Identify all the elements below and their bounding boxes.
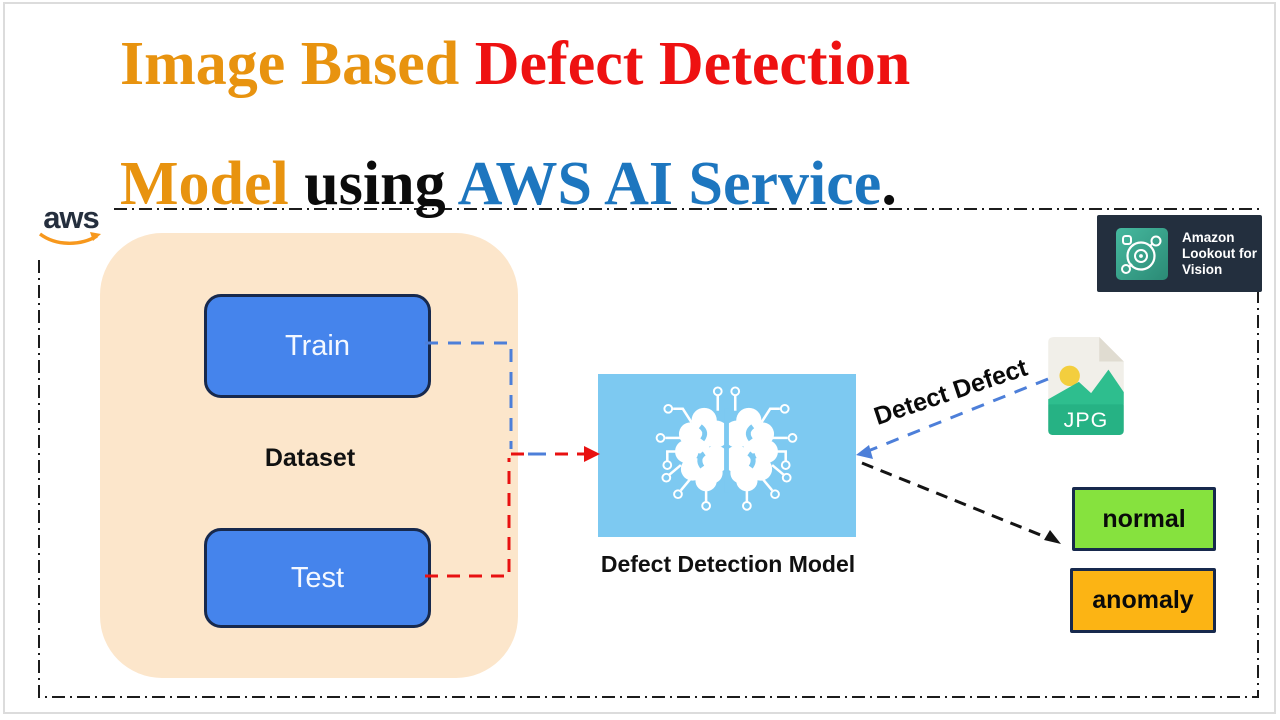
dataset-label: Dataset bbox=[264, 444, 356, 472]
title-segment-period: . bbox=[881, 150, 897, 218]
lookout-badge-label: Amazon Lookout for Vision bbox=[1182, 230, 1257, 277]
train-label: Train bbox=[285, 329, 350, 362]
aws-logo: aws bbox=[31, 200, 111, 255]
model-box bbox=[598, 374, 856, 537]
normal-label: normal bbox=[1102, 504, 1186, 533]
title-segment-using: using bbox=[304, 150, 458, 218]
window-frame bbox=[3, 2, 1276, 714]
test-box: Test bbox=[204, 528, 431, 628]
aws-logo-text: aws bbox=[43, 200, 100, 235]
lookout-badge: Amazon Lookout for Vision bbox=[1097, 215, 1262, 292]
title-line-1: Image Based Defect Detection bbox=[120, 4, 1200, 124]
lookout-vision-icon bbox=[1116, 228, 1168, 280]
title-line-2: Model using AWS AI Service. bbox=[120, 124, 1200, 244]
anomaly-label: anomaly bbox=[1092, 586, 1194, 614]
title-segment-aws-ai-service: AWS AI Service bbox=[457, 150, 882, 218]
jpg-file-icon: JPG bbox=[1048, 337, 1124, 435]
brain-circuit-icon bbox=[655, 386, 798, 511]
normal-box: normal bbox=[1072, 487, 1216, 551]
title-segment-model: Model bbox=[120, 150, 305, 218]
anomaly-box: anomaly bbox=[1070, 568, 1216, 633]
title-segment-defect-detection: Defect Detection bbox=[474, 30, 911, 98]
test-label: Test bbox=[290, 561, 345, 594]
train-box: Train bbox=[204, 294, 431, 398]
title-segment-image-based: Image Based bbox=[120, 30, 475, 98]
jpg-label: JPG bbox=[1064, 408, 1109, 432]
model-caption: Defect Detection Model bbox=[600, 551, 856, 577]
page-title: Image Based Defect Detection Model using… bbox=[120, 4, 1200, 244]
